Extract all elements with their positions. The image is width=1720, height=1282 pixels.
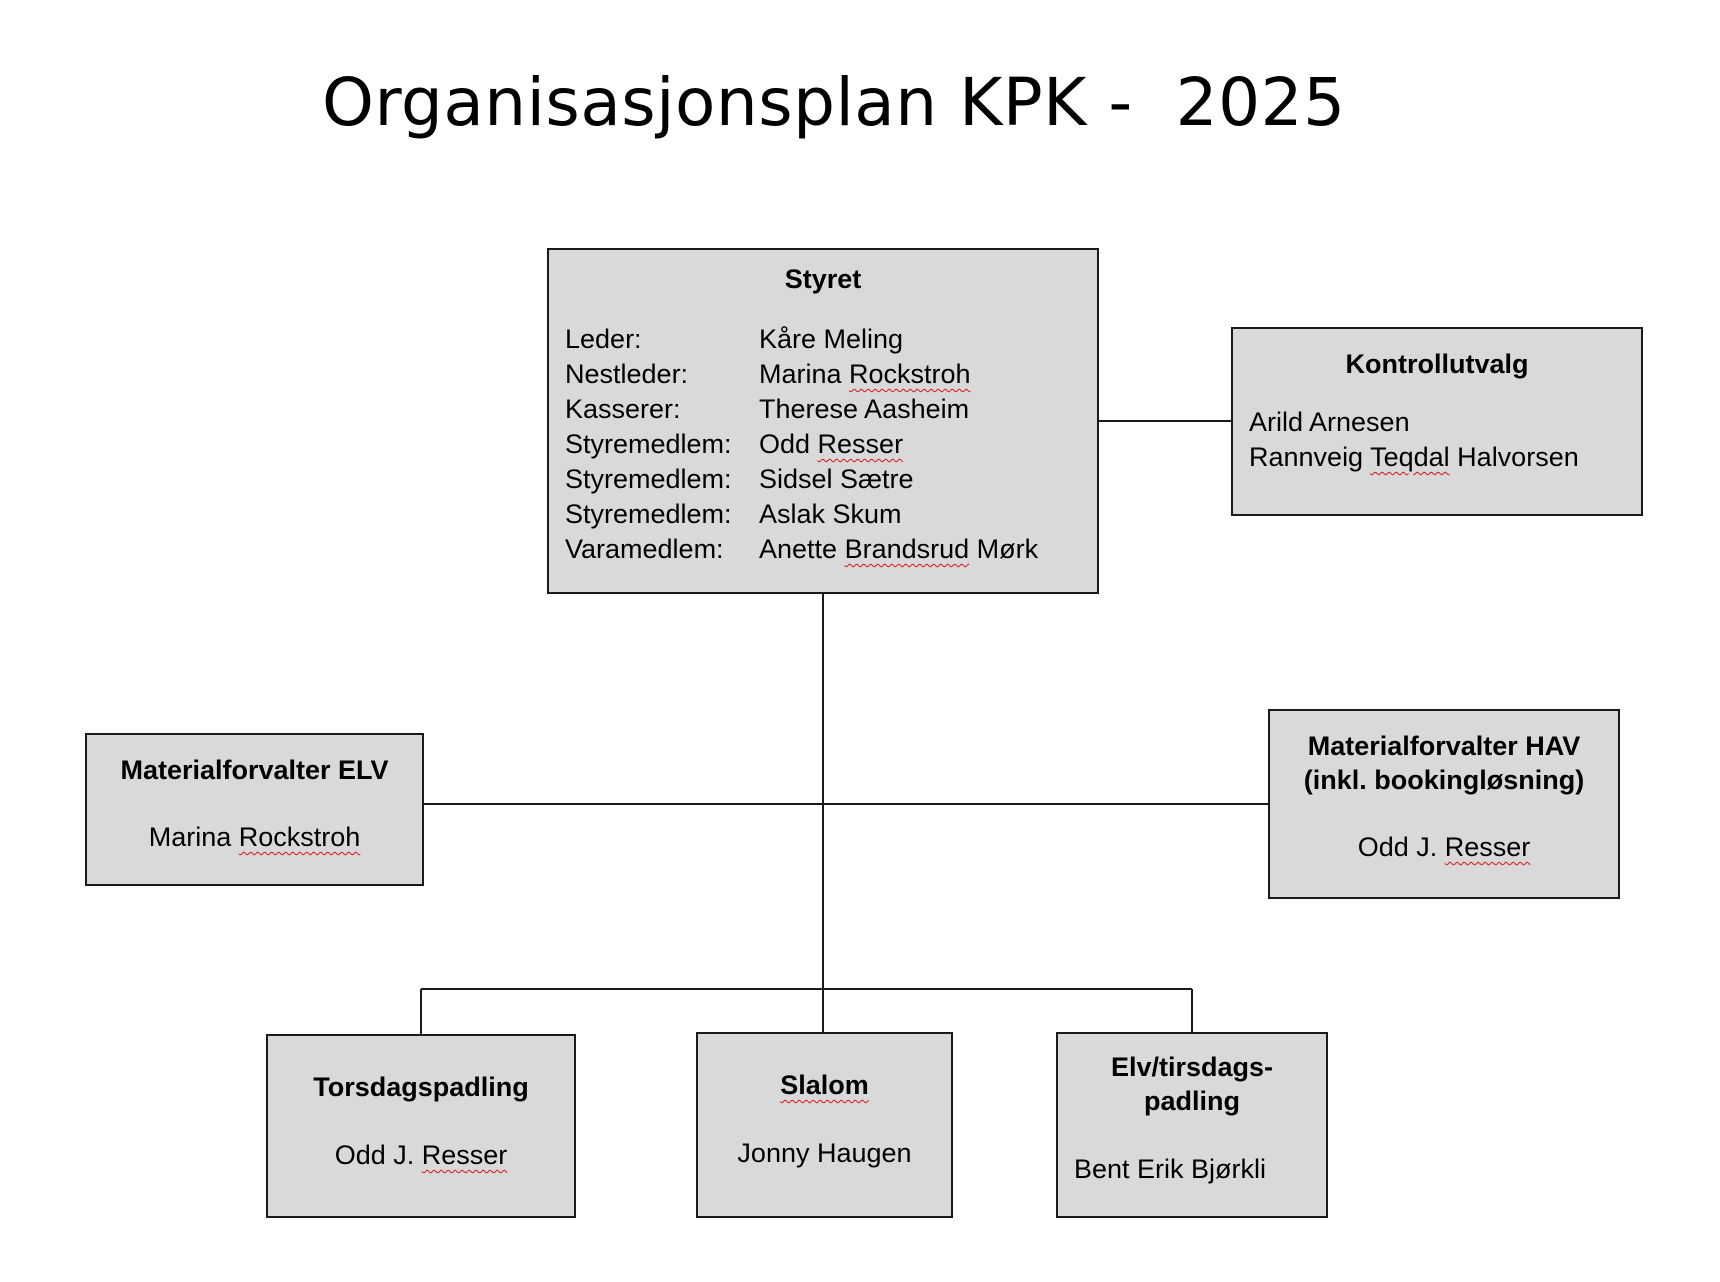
- torsdagspadling-box: Torsdagspadling Odd J. Resser: [266, 1034, 576, 1218]
- member-name: Sidsel Sætre: [759, 464, 914, 494]
- member-name: Rannveig Teqdal Halvorsen: [1249, 442, 1579, 472]
- slalom-heading: Slalom: [780, 1070, 869, 1100]
- styret-row: Styremedlem: Odd Resser: [565, 427, 1038, 462]
- member-name: Arild Arnesen: [1249, 407, 1410, 437]
- spellcheck-underline: Rockstroh: [238, 822, 361, 852]
- member-role: Styremedlem:: [565, 429, 732, 459]
- materialforvalter-elv-box: Materialforvalter ELV Marina Rockstroh: [85, 733, 424, 886]
- elv-tirsdagspadling-box: Elv/tirsdags- padling Bent Erik Bjørkli: [1056, 1032, 1328, 1218]
- styret-row: Varamedlem: Anette Brandsrud Mørk: [565, 532, 1038, 567]
- styret-row: Styremedlem: Sidsel Sætre: [565, 462, 1038, 497]
- slalom-box: Slalom Jonny Haugen: [696, 1032, 953, 1218]
- member-role: Kasserer:: [565, 394, 681, 424]
- materialforvalter-elv-heading: Materialforvalter ELV: [120, 755, 389, 785]
- page-title: Organisasjonsplan KPK - 2025: [322, 64, 1346, 141]
- member-name: Therese Aasheim: [759, 394, 970, 424]
- styret-row: Leder: Kåre Meling: [565, 322, 1038, 357]
- member-role: Styremedlem:: [565, 499, 732, 529]
- styret-row: Nestleder: Marina Rockstroh: [565, 357, 1038, 392]
- elv-tirsdagspadling-name: Bent Erik Bjørkli: [1074, 1154, 1267, 1184]
- elv-tirsdagspadling-heading: Elv/tirsdags- padling: [1110, 1052, 1274, 1116]
- materialforvalter-hav-heading: Materialforvalter HAV (inkl. bookingløsn…: [1303, 731, 1585, 795]
- member-name: Kåre Meling: [759, 324, 904, 354]
- spellcheck-underline: Teqdal: [1370, 442, 1450, 472]
- kontrollutvalg-box: Kontrollutvalg Arild Arnesen Rannveig Te…: [1231, 327, 1643, 516]
- torsdagspadling-heading: Torsdagspadling: [313, 1072, 529, 1102]
- member-name: Aslak Skum: [759, 499, 902, 529]
- kontrollutvalg-members: Arild Arnesen Rannveig Teqdal Halvorsen: [1249, 405, 1641, 475]
- member-name: Odd Resser: [759, 429, 904, 459]
- slalom-name: Jonny Haugen: [737, 1138, 912, 1168]
- spellcheck-underline: Resser: [1444, 832, 1531, 862]
- styret-row: Styremedlem: Aslak Skum: [565, 497, 1038, 532]
- materialforvalter-elv-name: Marina Rockstroh: [148, 822, 361, 852]
- member-role: Nestleder:: [565, 359, 689, 389]
- styret-heading: Styret: [784, 264, 862, 294]
- spellcheck-underline: Resser: [421, 1140, 508, 1170]
- member-name: Marina Rockstroh: [759, 359, 971, 389]
- spellcheck-underline: Resser: [817, 429, 904, 459]
- materialforvalter-hav-name: Odd J. Resser: [1357, 832, 1531, 862]
- member-role: Leder:: [565, 324, 642, 354]
- member-name: Anette Brandsrud Mørk: [759, 534, 1039, 564]
- member-role: Varamedlem:: [565, 534, 724, 564]
- styret-row: Kasserer: Therese Aasheim: [565, 392, 1038, 427]
- spellcheck-underline: Brandsrud: [844, 534, 970, 564]
- member-role: Styremedlem:: [565, 464, 732, 494]
- materialforvalter-hav-box: Materialforvalter HAV (inkl. bookingløsn…: [1268, 709, 1620, 899]
- spellcheck-underline: Rockstroh: [849, 359, 971, 389]
- kontrollutvalg-heading: Kontrollutvalg: [1345, 349, 1529, 379]
- torsdagspadling-name: Odd J. Resser: [334, 1140, 508, 1170]
